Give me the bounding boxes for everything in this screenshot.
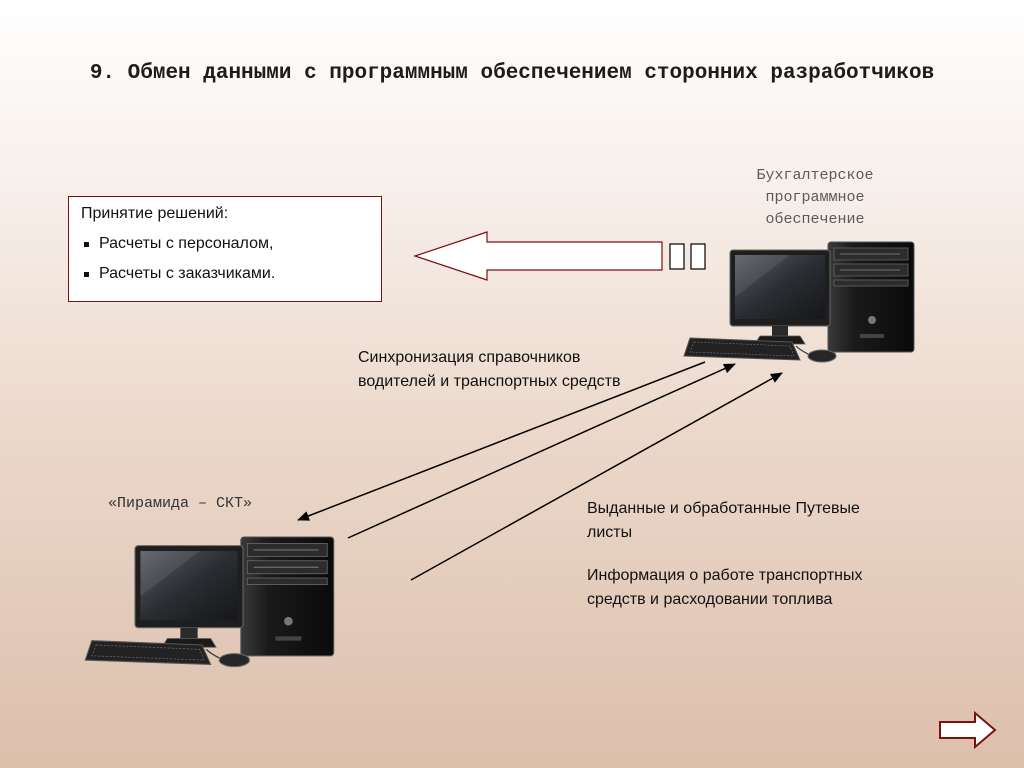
pyramid-label: «Пирамида – СКТ» — [107, 495, 253, 512]
decision-heading: Принятие решений: — [81, 205, 229, 222]
accounting-software-label: Бухгалтерское программное обеспечение — [756, 167, 874, 228]
decision-list: Расчеты с персоналом, Расчеты с заказчик… — [81, 235, 369, 283]
transfer-arrow — [413, 231, 663, 281]
pyramid-computer-icon — [84, 536, 335, 668]
next-arrow-icon[interactable] — [939, 710, 997, 750]
slide-title: 9. Обмен данными с программным обеспечен… — [89, 62, 935, 85]
accounting-computer-icon — [683, 241, 915, 363]
waybills-label: Выданные и обработанные Путевые листы — [587, 500, 860, 541]
fuel-info-label: Информация о работе транспортных средств… — [587, 567, 863, 608]
arrow-tail-block — [690, 243, 706, 270]
sync-arrow — [297, 361, 706, 521]
sync-label: Синхронизация справочников водителей и т… — [358, 349, 621, 390]
decision-item: Расчеты с заказчиками. — [81, 265, 369, 283]
fuel-info-arrow — [410, 372, 783, 581]
arrow-tail-block — [669, 243, 685, 270]
decision-item: Расчеты с персоналом, — [81, 235, 369, 253]
decision-box: Принятие решений: Расчеты с персоналом, … — [68, 196, 382, 302]
waybills-arrow — [347, 363, 736, 539]
